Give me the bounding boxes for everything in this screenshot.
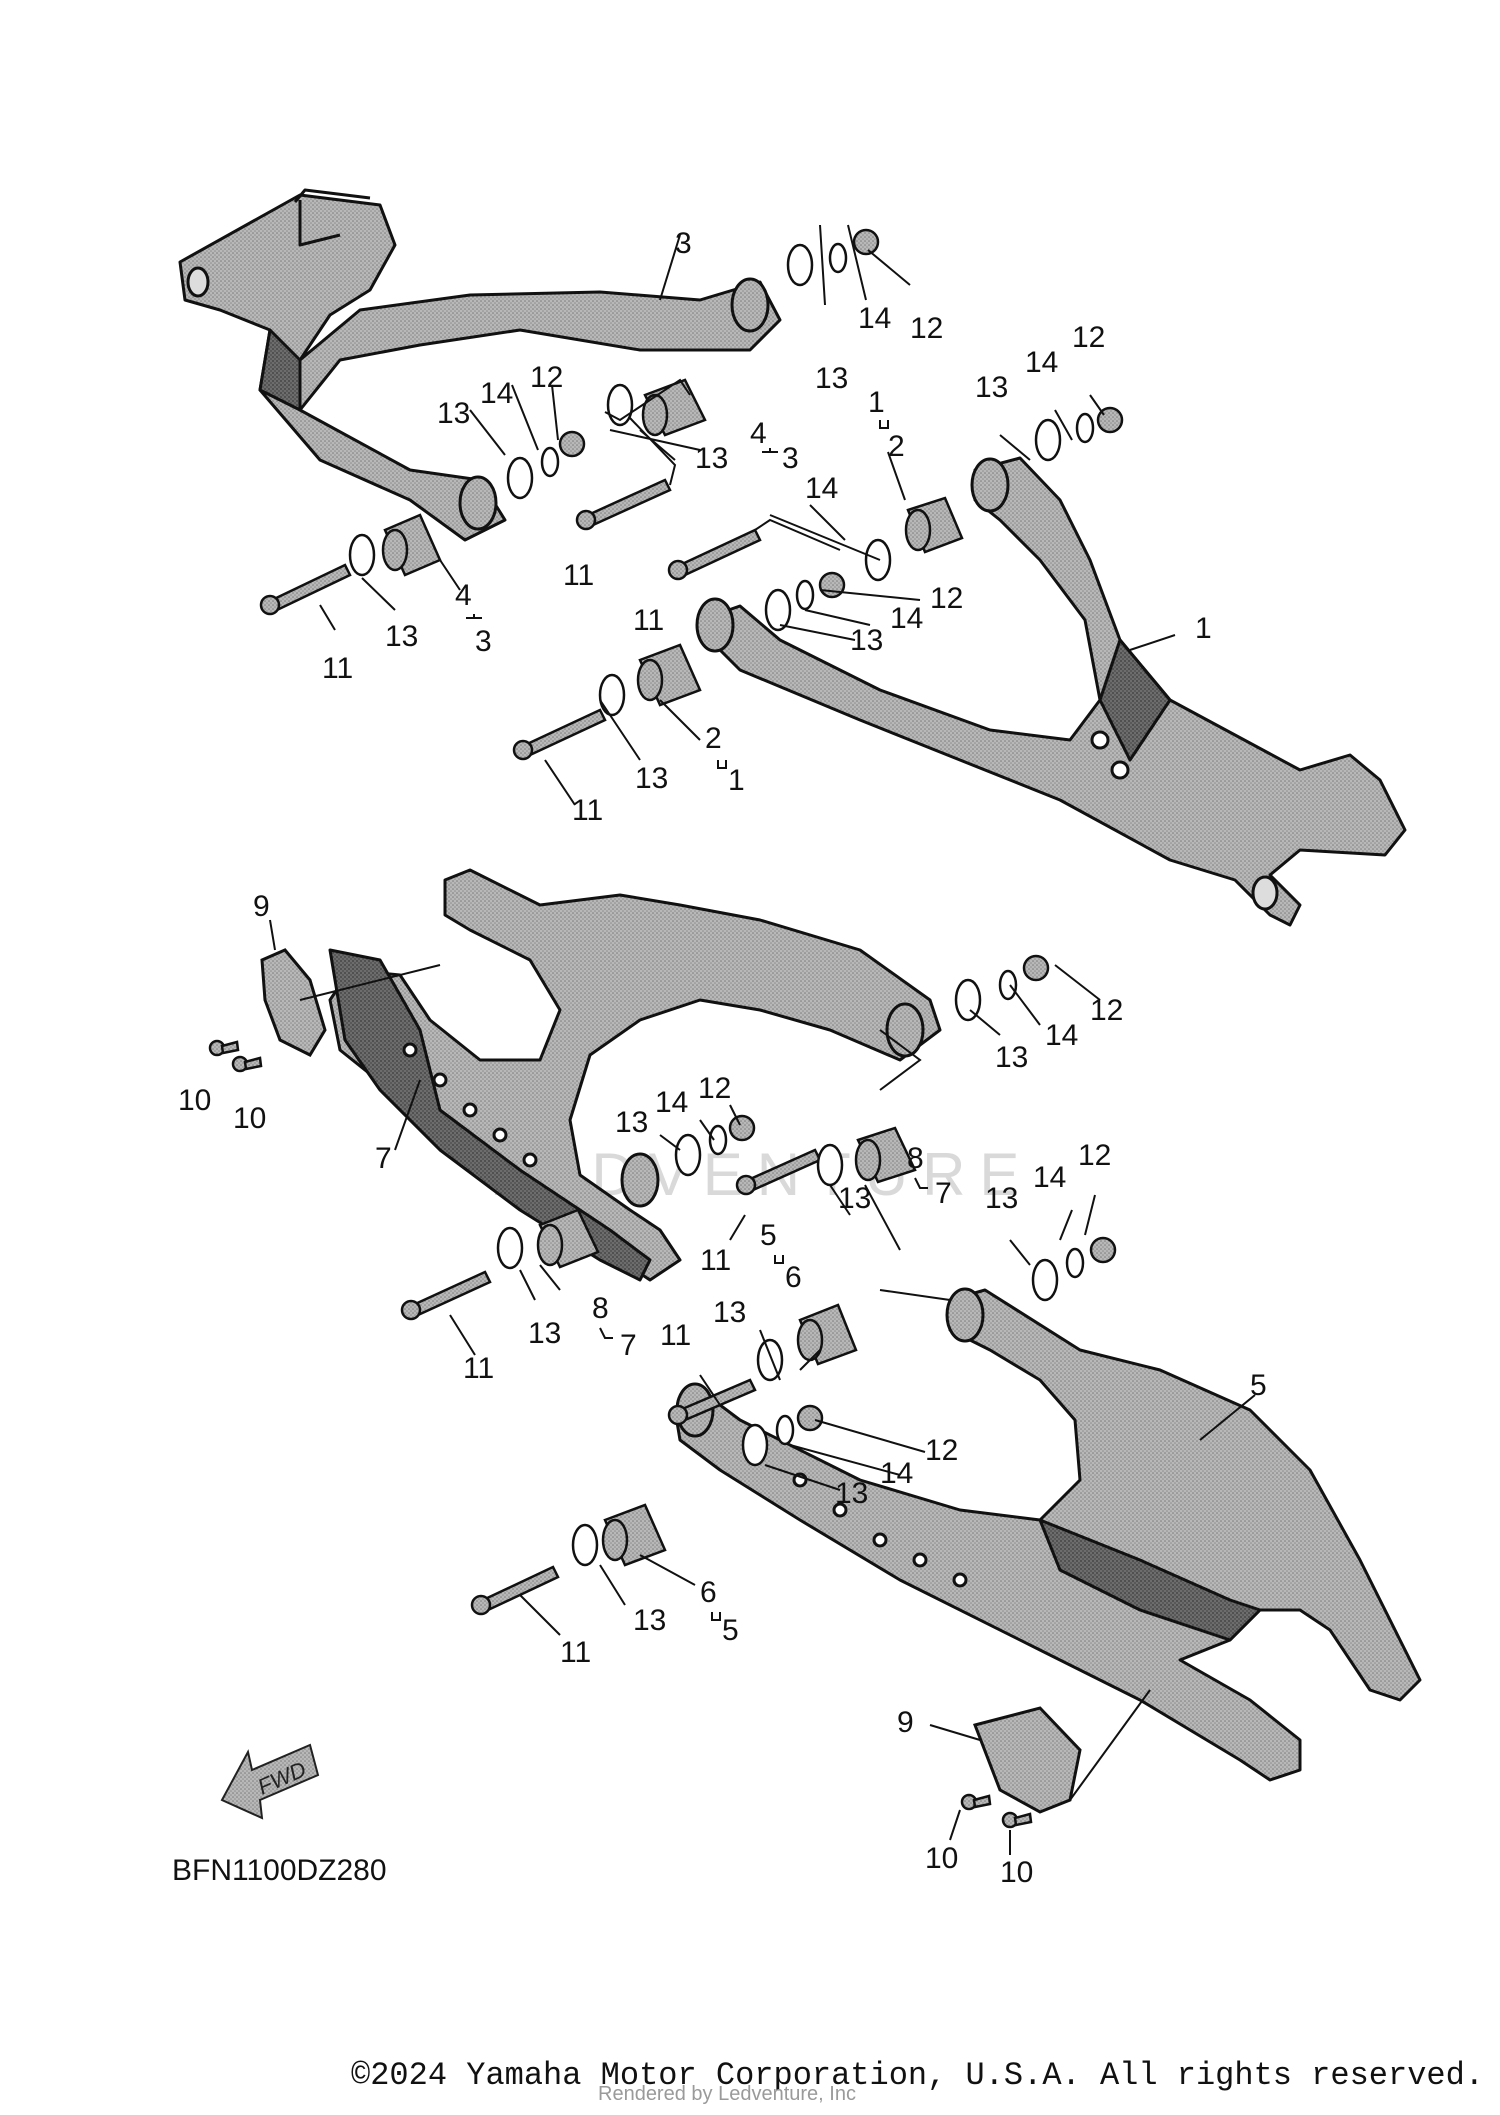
callout-3: 3 [475, 625, 492, 658]
callout-11: 11 [572, 794, 603, 827]
callout-13: 13 [385, 620, 418, 653]
lower-arm-part-5 [673, 1287, 1422, 1782]
lower-arm-part-7 [328, 868, 942, 1282]
callout-13: 13 [633, 1604, 666, 1637]
callout-14: 14 [858, 302, 891, 335]
callout-5: 5 [760, 1219, 777, 1252]
upper-arm-part-1 [695, 456, 1407, 927]
callout-13: 13 [815, 362, 848, 395]
callout-11: 11 [563, 559, 594, 592]
callout-13: 13 [615, 1106, 648, 1139]
callout-12: 12 [698, 1072, 731, 1105]
callout-9: 9 [897, 1706, 914, 1739]
callout-3: 3 [782, 442, 799, 475]
screw-part-10 [208, 1039, 1033, 1829]
callout-11: 11 [560, 1636, 591, 1669]
copyright-notice: ©2024 Yamaha Motor Corporation, U.S.A. A… [0, 2057, 1500, 2094]
callout-12: 12 [930, 582, 963, 615]
callout-12: 12 [1078, 1139, 1111, 1172]
callout-13: 13 [528, 1317, 561, 1350]
callout-13: 13 [635, 762, 668, 795]
callout-14: 14 [480, 377, 513, 410]
callout-13: 13 [975, 371, 1008, 404]
callout-6: 6 [700, 1576, 717, 1609]
callout-11: 11 [700, 1244, 731, 1277]
rendered-by-credit: Rendered by Ledventure, Inc [598, 2083, 856, 2105]
callout-11: 11 [633, 604, 664, 637]
callout-2: 2 [888, 430, 905, 463]
callout-14: 14 [890, 602, 923, 635]
forward-arrow-icon: FWD [220, 1743, 320, 1820]
callout-8: 8 [907, 1142, 924, 1175]
callout-10: 10 [925, 1842, 958, 1875]
callout-7: 7 [935, 1177, 952, 1210]
callouts: 3 12 14 13 12 14 13 4 3 13 11 4 3 13 11 … [178, 227, 1267, 1889]
callout-5: 5 [722, 1614, 739, 1647]
callout-1: 1 [728, 764, 745, 797]
callout-13: 13 [713, 1296, 746, 1329]
callout-3: 3 [675, 227, 692, 260]
callout-12: 12 [925, 1434, 958, 1467]
callout-11: 11 [322, 652, 353, 685]
diagram-reference-code: BFN1100DZ280 [172, 1854, 387, 1887]
callout-14: 14 [1045, 1019, 1078, 1052]
callout-13: 13 [850, 624, 883, 657]
callout-14: 14 [1025, 346, 1058, 379]
callout-12: 12 [530, 361, 563, 394]
upper-arm-part-3 [178, 188, 782, 542]
callout-14: 14 [655, 1086, 688, 1119]
washer-parts [348, 242, 1095, 1567]
callout-1: 1 [1195, 612, 1212, 645]
copyright-text: ©2024 Yamaha Motor Corporation, U.S.A. A… [351, 2057, 1484, 2094]
guard-part-9-upper [260, 948, 327, 1057]
callout-13: 13 [695, 442, 728, 475]
guard-part-9-lower [972, 1706, 1082, 1814]
callout-10: 10 [233, 1102, 266, 1135]
bolt-part-11 [259, 478, 822, 1616]
nut-parts [558, 228, 1124, 1432]
callout-12: 12 [910, 312, 943, 345]
callout-13: 13 [985, 1182, 1018, 1215]
callout-4: 4 [455, 579, 472, 612]
leader-lines [269, 224, 1256, 1855]
callout-10: 10 [178, 1084, 211, 1117]
callout-9: 9 [253, 890, 270, 923]
callout-13: 13 [995, 1041, 1028, 1074]
callout-4: 4 [750, 417, 767, 450]
callout-13: 13 [838, 1182, 871, 1215]
callout-12: 12 [1090, 994, 1123, 1027]
callout-14: 14 [880, 1457, 913, 1490]
callout-12: 12 [1072, 321, 1105, 354]
callout-10: 10 [1000, 1856, 1033, 1889]
callout-2: 2 [705, 722, 722, 755]
callout-13: 13 [835, 1477, 868, 1510]
callout-13: 13 [437, 397, 470, 430]
callout-5: 5 [1250, 1369, 1267, 1402]
callout-11: 11 [660, 1319, 691, 1352]
callout-14: 14 [805, 472, 838, 505]
callout-14: 14 [1033, 1161, 1066, 1194]
callout-7: 7 [375, 1142, 392, 1175]
callout-6: 6 [785, 1261, 802, 1294]
assembly-brackets [466, 420, 928, 1621]
callout-8: 8 [592, 1292, 609, 1325]
callout-7: 7 [620, 1329, 637, 1362]
callout-11: 11 [463, 1352, 494, 1385]
callout-1: 1 [868, 386, 885, 419]
